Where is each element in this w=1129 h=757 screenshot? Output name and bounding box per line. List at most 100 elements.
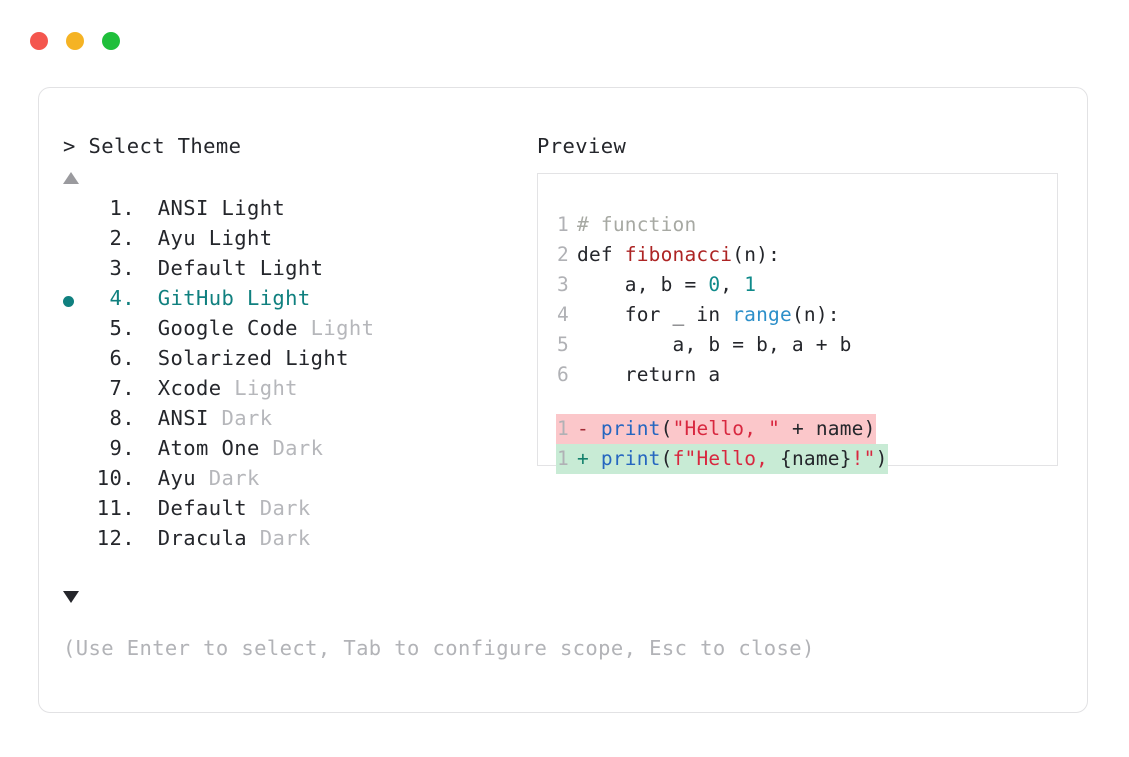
token-keyword-for: for: [624, 303, 661, 326]
token-call-print: print: [600, 447, 661, 470]
index-gap: [135, 436, 158, 460]
token-fstring-placeholder: {name}: [780, 447, 852, 470]
list-item-name: ANSI: [157, 196, 209, 220]
token-fstring-head: f"Hello,: [672, 447, 781, 470]
list-item-index: 11.: [96, 496, 135, 520]
diff-marker-minus: -: [577, 417, 589, 440]
index-gap: [135, 406, 158, 430]
token-comment: # function: [577, 213, 697, 236]
list-item[interactable]: 2. Ayu Light: [63, 226, 503, 256]
list-item-variant-space: [298, 316, 311, 340]
list-item-name: GitHub: [157, 286, 235, 310]
list-item-variant: Light: [259, 256, 324, 280]
list-item-name: Ayu: [157, 226, 196, 250]
scroll-down-icon[interactable]: [63, 591, 79, 603]
token-string: "Hello, ": [672, 417, 781, 440]
list-item-variant-space: [272, 346, 285, 370]
diff-line-removed-row: 1- print("Hello, " + name): [556, 414, 1057, 444]
token-call-print: print: [600, 417, 661, 440]
theme-list: 1. ANSI Light 2. Ayu Light 3. Default Li…: [63, 196, 503, 556]
index-gap: [135, 286, 158, 310]
token-concat: + name): [780, 417, 876, 440]
list-item-name: Dracula: [157, 526, 247, 550]
list-item-index: 10.: [96, 466, 135, 490]
list-item-variant: Dark: [259, 526, 311, 550]
list-item[interactable]: 12. Dracula Dark: [63, 526, 503, 556]
token-function-name: fibonacci: [624, 243, 733, 266]
line-number: 5: [557, 333, 569, 356]
close-window-button[interactable]: [30, 32, 48, 50]
minimize-window-button[interactable]: [66, 32, 84, 50]
list-item-selected[interactable]: 4. GitHub Light: [63, 286, 503, 316]
list-item-variant-space: [209, 196, 222, 220]
diff-line-added: 1+ print(f"Hello, {name}!"): [556, 444, 888, 474]
index-gap: [135, 226, 158, 250]
selection-bullet-slot: [63, 295, 93, 307]
diff-line-number: 1: [557, 417, 569, 440]
maximize-window-button[interactable]: [102, 32, 120, 50]
token-builtin-range: range: [732, 303, 792, 326]
scroll-up-icon[interactable]: [63, 172, 79, 184]
line-number: 1: [557, 213, 569, 236]
line-number: 2: [557, 243, 569, 266]
keyboard-hint: (Use Enter to select, Tab to configure s…: [63, 636, 815, 660]
list-item-variant: Dark: [272, 436, 324, 460]
index-gap: [135, 316, 158, 340]
code-line: 1 # function: [556, 210, 1057, 240]
list-item-name: Default: [157, 496, 247, 520]
token-keyword-return: return: [624, 363, 697, 386]
list-item-variant: Light: [221, 196, 286, 220]
token-body: a, b = b, a + b: [577, 333, 852, 356]
list-item-name: ANSI: [157, 406, 209, 430]
token-assign: a, b =: [577, 273, 709, 296]
diff-marker-plus: +: [577, 447, 589, 470]
index-gap: [135, 526, 158, 550]
index-gap: [135, 196, 158, 220]
code-line: 6 return a: [556, 360, 1057, 390]
list-item[interactable]: 5. Google Code Light: [63, 316, 503, 346]
list-item-variant: Light: [310, 316, 375, 340]
token-keyword-def: def: [577, 243, 613, 266]
list-item-variant: Dark: [208, 466, 260, 490]
list-item[interactable]: 7. Xcode Light: [63, 376, 503, 406]
code-line: 3 a, b = 0, 1: [556, 270, 1057, 300]
diff-gap: [589, 417, 601, 440]
list-item-index: 6.: [109, 346, 135, 370]
list-item[interactable]: 6. Solarized Light: [63, 346, 503, 376]
diff-line-added-row: 1+ print(f"Hello, {name}!"): [556, 444, 1057, 474]
token-close-paren: ): [875, 447, 888, 470]
token-indent: [577, 363, 625, 386]
list-item-variant-space: [260, 436, 273, 460]
list-item-index: 5.: [109, 316, 135, 340]
index-gap: [135, 466, 158, 490]
list-item-index: 2.: [109, 226, 135, 250]
index-gap: [135, 346, 158, 370]
line-number: 6: [557, 363, 569, 386]
list-item-variant: Dark: [221, 406, 273, 430]
list-item-name: Xcode: [157, 376, 222, 400]
list-item-variant: Light: [208, 226, 273, 250]
list-item[interactable]: 8. ANSI Dark: [63, 406, 503, 436]
list-item-index: 4.: [109, 286, 135, 310]
token-indent: [577, 303, 625, 326]
list-item-variant: Light: [285, 346, 349, 370]
diff-gap: [589, 447, 601, 470]
list-item[interactable]: 1. ANSI Light: [63, 196, 503, 226]
token-open-paren: (: [660, 447, 673, 470]
list-item[interactable]: 9. Atom One Dark: [63, 436, 503, 466]
list-item-name: Ayu: [157, 466, 196, 490]
list-item-name: Solarized: [157, 346, 273, 370]
list-item-variant-space: [209, 406, 222, 430]
list-item[interactable]: 11. Default Dark: [63, 496, 503, 526]
code-line: 5 a, b = b, a + b: [556, 330, 1057, 360]
list-item-variant: Light: [234, 376, 298, 400]
token-open-paren: (: [660, 417, 673, 440]
list-item[interactable]: 3. Default Light: [63, 256, 503, 286]
list-item-variant-space: [247, 256, 260, 280]
code-line: 4 for _ in range(n):: [556, 300, 1057, 330]
token-loop-var: _ in: [660, 303, 733, 326]
list-item[interactable]: 10. Ayu Dark: [63, 466, 503, 496]
